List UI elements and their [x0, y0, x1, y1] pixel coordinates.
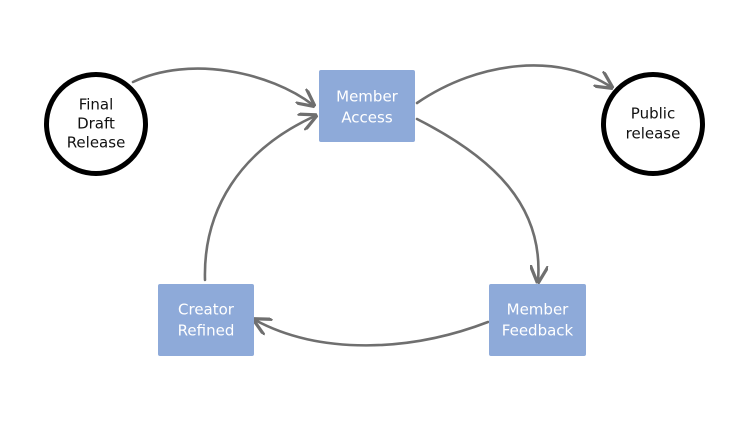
node-creator-refined: Creator Refined	[158, 284, 254, 356]
node-label-line: Public	[631, 105, 675, 123]
node-label-line: Creator	[178, 301, 235, 319]
arrow-final-draft-to-member-access	[131, 67, 313, 105]
node-label-line: Member	[336, 88, 399, 106]
arrow-member-access-to-member-feedback	[415, 117, 538, 281]
node-label-line: Final	[79, 96, 114, 114]
node-label-line: Feedback	[502, 322, 574, 340]
node-box	[158, 284, 254, 356]
node-circle	[44, 72, 148, 176]
node-label-line: release	[626, 125, 681, 143]
node-circle	[601, 72, 705, 176]
node-public-release: Public release	[601, 72, 705, 176]
node-member-access: Member Access	[319, 70, 415, 142]
node-box	[489, 284, 586, 356]
node-label-line: Access	[341, 109, 393, 127]
node-label-line: Member	[507, 301, 570, 319]
node-label-line: Draft	[77, 115, 115, 133]
node-label-line: Release	[67, 134, 126, 152]
node-member-feedback: Member Feedback	[489, 284, 586, 356]
node-label-line: Refined	[178, 322, 235, 340]
node-box	[319, 70, 415, 142]
arrow-member-feedback-to-creator-refined	[255, 320, 490, 347]
node-final-draft-release: Final Draft Release	[44, 72, 148, 176]
arrow-creator-refined-to-member-access	[203, 116, 315, 282]
arrow-member-access-to-public-release	[415, 64, 611, 105]
